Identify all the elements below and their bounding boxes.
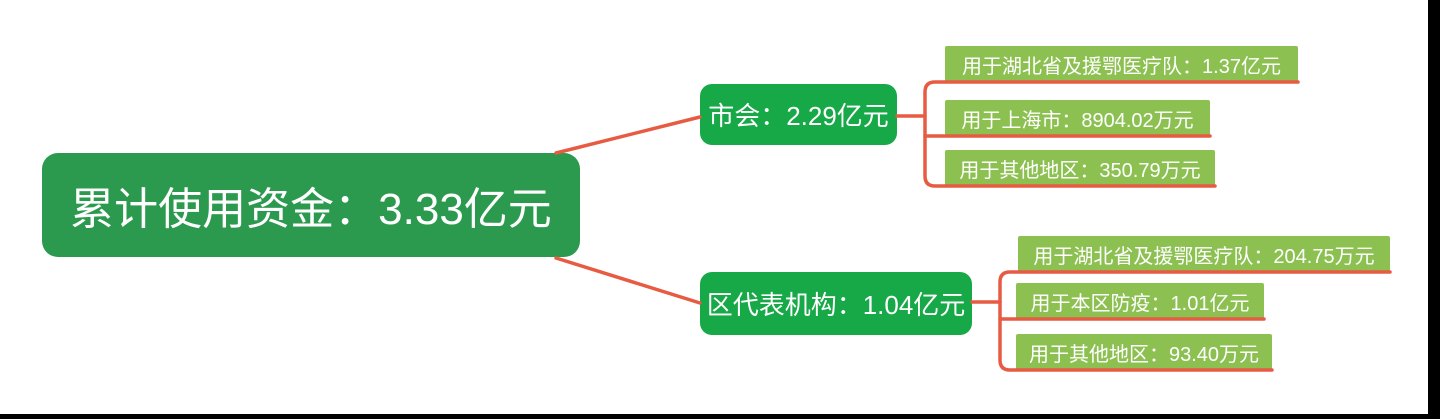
leaf-node-label: 用于其他地区：350.79万元 [959, 159, 1201, 182]
leaf-node-label: 用于湖北省及援鄂医疗队：204.75万元 [1033, 245, 1375, 268]
leaf-node-label: 用于湖北省及援鄂医疗队：1.37亿元 [962, 55, 1281, 78]
leaf-node-label: 用于其他地区：93.40万元 [1028, 343, 1260, 366]
frame-edge-bottom [0, 414, 1440, 419]
leaf-node-shanghai: 用于上海市：8904.02万元 [945, 100, 1210, 136]
leaf-node-label: 用于上海市：8904.02万元 [961, 109, 1194, 132]
leaf-node-hubei-medical-team-1: 用于湖北省及援鄂医疗队：1.37亿元 [945, 46, 1298, 82]
leaf-node-district-epidemic-prevention: 用于本区防疫：1.01亿元 [1016, 283, 1264, 319]
leaf-node-label: 用于本区防疫：1.01亿元 [1030, 292, 1250, 315]
branch-node-label: 市会：2.29亿元 [708, 101, 889, 131]
frame-edge-right [1428, 0, 1440, 419]
root-node-total-funds: 累计使用资金：3.33亿元 [42, 153, 580, 257]
branch-node-city-council: 市会：2.29亿元 [700, 84, 897, 145]
leaf-node-hubei-medical-team-2: 用于湖北省及援鄂医疗队：204.75万元 [1018, 236, 1390, 272]
branch-node-district-agencies: 区代表机构：1.04亿元 [700, 272, 972, 335]
connector-root-branch1 [554, 115, 702, 155]
branch-node-label: 区代表机构：1.04亿元 [706, 290, 966, 320]
leaf-node-other-regions-2: 用于其他地区：93.40万元 [1016, 334, 1272, 370]
root-node-label: 累计使用资金：3.33亿元 [70, 185, 552, 234]
leaf-node-other-regions-1: 用于其他地区：350.79万元 [945, 150, 1215, 186]
connector-root-branch2 [554, 256, 702, 305]
